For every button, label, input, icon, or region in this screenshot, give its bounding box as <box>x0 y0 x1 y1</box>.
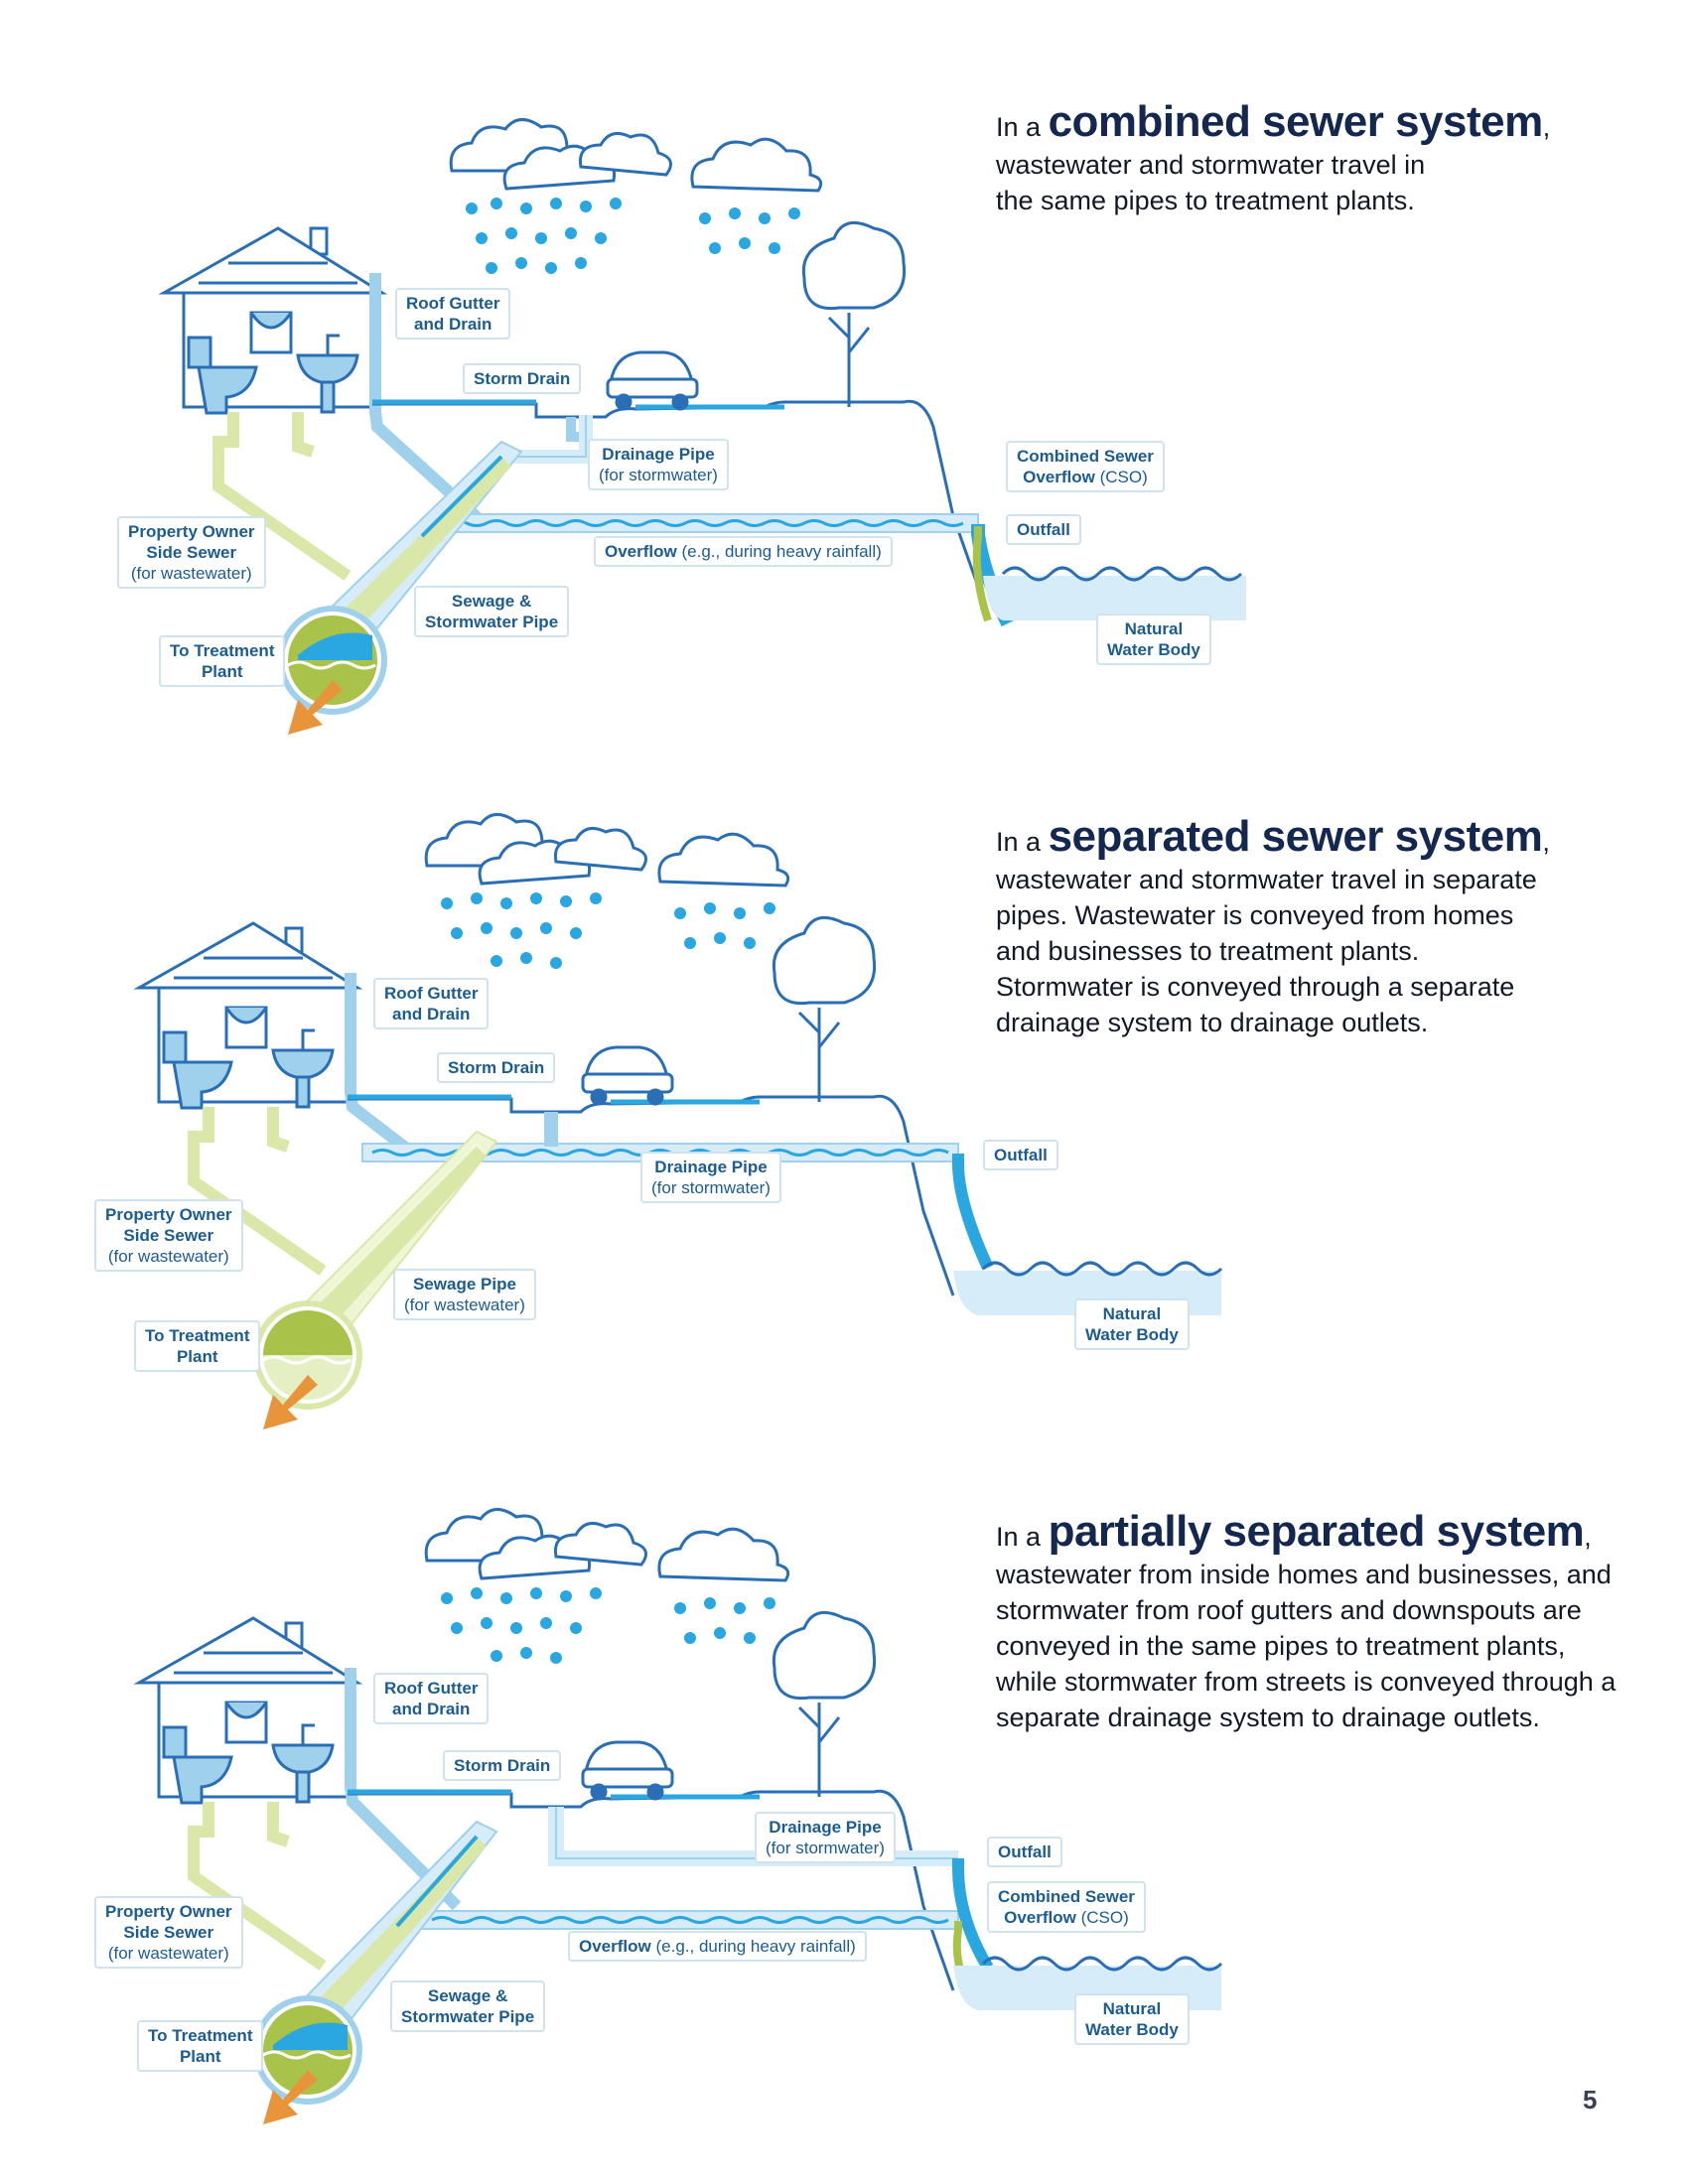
diagram-separated <box>133 813 1223 1430</box>
arrow-icon <box>288 680 343 735</box>
label-drainage-pipe: Drainage Pipe(for stormwater) <box>640 1152 781 1203</box>
wave-icon <box>981 1261 1223 1277</box>
sink-icon <box>271 1723 335 1804</box>
car-icon <box>606 350 699 411</box>
raindrop-icon <box>441 1587 775 1664</box>
window-icon <box>224 1006 268 1049</box>
car-icon <box>581 1740 674 1801</box>
page-number: 5 <box>1583 2085 1598 2115</box>
tree-icon <box>772 1610 877 1797</box>
label-overflow: Overflow (e.g., during heavy rainfall) <box>594 536 893 567</box>
description-separated: In a separated sewer system, wastewater … <box>996 815 1631 1040</box>
window-icon <box>224 1701 268 1744</box>
diagram-combined <box>158 118 1246 735</box>
description-body: wastewater and stormwater travel in the … <box>996 150 1426 215</box>
cloud-icon <box>424 1508 647 1580</box>
description-partially-separated: In a partially separated system, wastewa… <box>996 1510 1631 1735</box>
label-sewage-pipe: Sewage &Stormwater Pipe <box>390 1980 546 2032</box>
label-drainage-pipe: Drainage Pipe(for stormwater) <box>755 1812 896 1863</box>
wave-icon <box>1001 566 1243 582</box>
diagram-partially-separated <box>133 1508 1223 2124</box>
wave-icon <box>262 2050 352 2060</box>
heading-term: combined sewer system <box>1048 97 1544 146</box>
toilet-icon <box>162 1725 233 1805</box>
sink-icon <box>271 1028 335 1109</box>
cloud-icon <box>449 118 672 191</box>
tree-icon <box>801 220 907 407</box>
label-overflow: Overflow (e.g., during heavy rainfall) <box>568 1931 867 1962</box>
label-storm-drain: Storm Drain <box>463 363 582 394</box>
tree-icon <box>772 915 877 1102</box>
raindrop-icon <box>441 892 775 969</box>
raindrop-icon <box>466 198 800 274</box>
cloud-icon <box>657 832 790 887</box>
label-drainage-pipe: Drainage Pipe(for stormwater) <box>588 439 729 490</box>
toilet-icon <box>187 336 258 415</box>
heading-term: separated sewer system <box>1048 812 1543 861</box>
cloud-icon <box>424 813 647 886</box>
cloud-icon <box>657 1527 790 1582</box>
description-combined: In a combined sewer system, wastewater a… <box>996 100 1631 218</box>
car-icon <box>581 1045 674 1106</box>
label-outfall: Outfall <box>987 1837 1062 1867</box>
label-sewage-pipe: Sewage Pipe(for wastewater) <box>393 1269 536 1320</box>
wave-icon <box>262 1355 352 1365</box>
toilet-icon <box>162 1030 233 1110</box>
label-sewage-pipe: Sewage &Stormwater Pipe <box>414 586 570 637</box>
wave-icon <box>287 660 376 670</box>
label-storm-drain: Storm Drain <box>437 1052 556 1083</box>
wave-icon <box>981 1956 1223 1972</box>
label-outfall: Outfall <box>1006 514 1081 545</box>
arrow-icon <box>263 1375 318 1430</box>
sink-icon <box>296 334 359 414</box>
description-body: wastewater from inside homes and busines… <box>996 1560 1617 1732</box>
description-body: wastewater and stormwater travel in sepa… <box>996 865 1537 1037</box>
label-storm-drain: Storm Drain <box>443 1750 562 1781</box>
heading-term: partially separated system <box>1048 1507 1585 1556</box>
arrow-icon <box>263 2070 318 2124</box>
label-outfall: Outfall <box>983 1140 1058 1170</box>
window-icon <box>249 311 293 354</box>
cloud-icon <box>690 137 823 193</box>
